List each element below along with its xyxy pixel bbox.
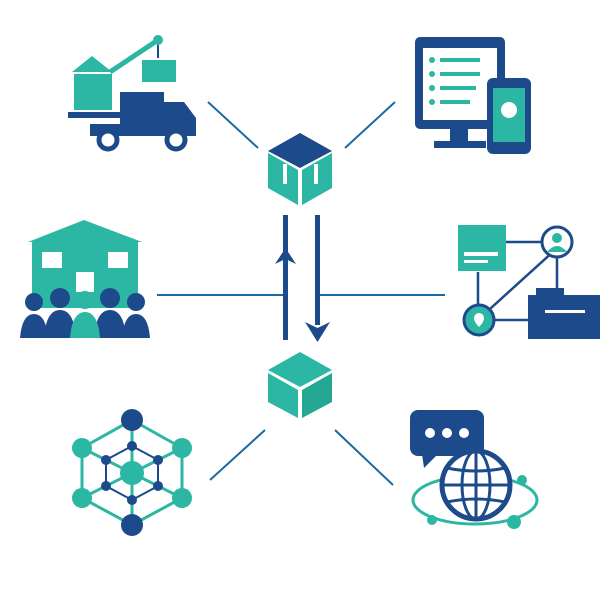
building-people-icon	[20, 220, 150, 338]
hexagon-network-icon	[72, 409, 192, 536]
up-arrow-icon	[275, 215, 296, 340]
connectors	[157, 101, 445, 486]
bottom-cube-icon	[268, 352, 332, 418]
connector-line	[209, 429, 266, 481]
network-nodes-icon	[458, 225, 600, 339]
monitor-phone-icon	[415, 37, 531, 154]
connector-line	[334, 429, 394, 486]
chat-globe-icon	[410, 410, 539, 529]
truck-crane-icon	[68, 35, 196, 152]
connector-line	[207, 101, 259, 149]
top-cube-icon	[268, 133, 332, 205]
down-arrow-icon	[305, 215, 330, 342]
connector-line	[344, 101, 396, 149]
